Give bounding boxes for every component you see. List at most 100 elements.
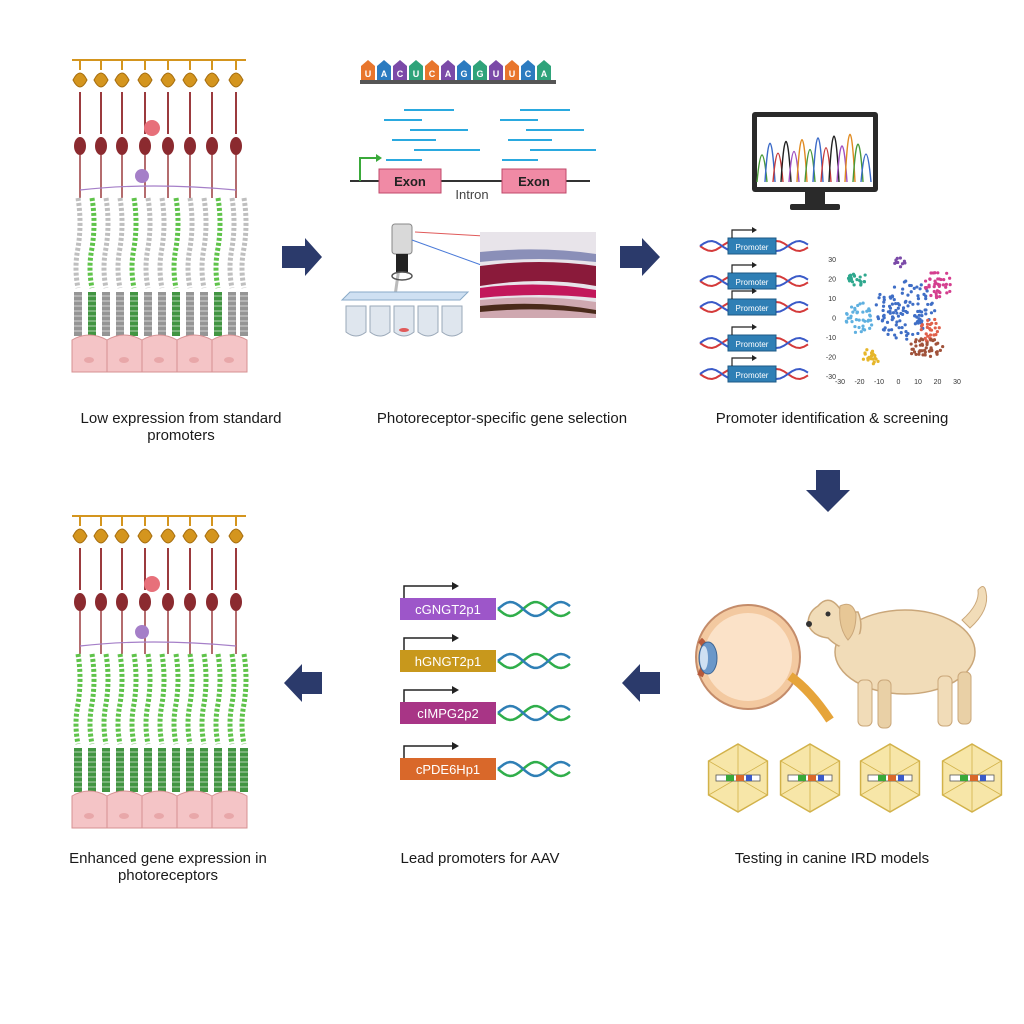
tsne-point	[901, 308, 905, 313]
photoreceptor-cell	[115, 197, 125, 336]
tsne-y-tick: -10	[826, 335, 836, 342]
tsne-point	[945, 271, 949, 275]
bipolar-cell	[74, 593, 86, 611]
nucleotide-tile	[393, 60, 407, 80]
caption-step-1: Low expression from standard promoters	[31, 410, 331, 444]
tsne-point	[890, 315, 895, 319]
caption-step-5-text: Lead promoters for AAV	[400, 850, 560, 867]
microscope-icon	[340, 223, 485, 337]
tsne-point	[944, 285, 948, 289]
photoreceptor-cell	[157, 653, 167, 792]
tsne-point	[900, 262, 905, 266]
tsne-point	[912, 286, 916, 290]
tsne-point	[844, 319, 848, 323]
tsne-point	[933, 271, 937, 275]
ganglion-cell	[137, 72, 153, 88]
eye-anatomy-icon	[695, 604, 834, 723]
tsne-point	[938, 348, 942, 352]
tsne-point	[937, 289, 941, 294]
tsne-point	[926, 334, 930, 338]
tsne-point	[890, 302, 894, 306]
tsne-point	[893, 261, 897, 265]
lead-promoter-construct: hGNGT2p1	[400, 634, 571, 672]
nucleotide-tile	[409, 60, 423, 80]
tsne-point	[894, 336, 898, 340]
tsne-point	[868, 326, 872, 331]
tsne-point	[933, 282, 937, 286]
tsne-point	[888, 311, 892, 315]
tsne-point	[916, 319, 920, 323]
photoreceptor-cell	[171, 653, 181, 792]
aav-capsid-icon	[941, 743, 1003, 813]
tsne-point	[923, 279, 928, 283]
tsne-x-tick: -30	[835, 379, 845, 386]
nucleotide-letter: A	[445, 69, 452, 79]
tsne-point	[850, 280, 855, 284]
retina-low-expression-illustration	[71, 59, 249, 373]
tsne-point	[905, 337, 909, 341]
tsne-point	[848, 275, 853, 279]
tsne-point	[895, 320, 899, 324]
tsne-point	[911, 302, 915, 306]
tsne-point	[928, 354, 933, 358]
tsne-point	[901, 287, 905, 291]
tsne-point	[896, 314, 901, 318]
tsne-point	[925, 322, 930, 326]
tsne-point	[916, 297, 921, 301]
gene-structure: Exon Exon Intron	[350, 154, 590, 202]
tsne-point	[911, 332, 915, 337]
tsne-point	[890, 317, 894, 322]
ganglion-cell	[204, 528, 220, 544]
nucleotide-tile	[425, 60, 439, 80]
tsne-point	[948, 289, 952, 294]
tsne-point	[882, 298, 886, 302]
tsne-point	[855, 278, 859, 282]
bipolar-cell	[184, 137, 196, 155]
retina-enhanced-expression-illustration	[71, 515, 249, 829]
tsne-point	[898, 319, 902, 323]
photoreceptor-cell	[143, 197, 153, 336]
tss-arrow-icon	[359, 157, 376, 181]
dog-illustration	[806, 586, 988, 729]
photoreceptor-cell	[171, 197, 181, 336]
tsne-point	[854, 318, 859, 322]
tsne-point	[921, 338, 925, 342]
tsne-point	[861, 357, 866, 361]
tsne-point	[942, 278, 946, 282]
tsne-point	[924, 346, 928, 350]
tsne-point	[886, 332, 890, 336]
sample-well	[393, 305, 415, 337]
tsne-x-tick: -20	[854, 379, 864, 386]
tsne-point	[855, 310, 860, 314]
caption-step-2: Photoreceptor-specific gene selection	[352, 410, 652, 427]
tsne-point	[874, 303, 878, 307]
tsne-point	[866, 358, 870, 362]
tsne-point	[912, 350, 917, 354]
tsne-point	[909, 290, 913, 294]
tsne-y-tick: -30	[826, 374, 836, 381]
tsne-point	[933, 326, 937, 330]
tsne-point	[924, 286, 929, 290]
photoreceptor-cell	[199, 197, 209, 336]
tsne-point	[926, 302, 930, 307]
tsne-point	[851, 310, 855, 314]
ganglion-cell	[182, 72, 198, 88]
tsne-point	[899, 331, 903, 335]
bipolar-cell	[116, 593, 128, 611]
tsne-point	[893, 333, 897, 337]
photoreceptor-cell	[239, 653, 249, 792]
nucleotide-letter: A	[381, 69, 388, 79]
bipolar-cell	[116, 137, 128, 155]
tsne-point	[859, 330, 863, 334]
tsne-point	[863, 273, 867, 277]
lead-promoter-construct: cGNGT2p1	[400, 582, 571, 620]
tsne-x-tick: 0	[897, 379, 901, 386]
tsne-point	[866, 318, 871, 322]
photoreceptor-cell	[129, 197, 139, 336]
caption-step-1-line-2: promoters	[147, 427, 215, 444]
rpe-layer	[71, 790, 248, 829]
photoreceptor-cell	[227, 653, 237, 792]
tsne-point	[928, 328, 933, 332]
tsne-point	[916, 302, 920, 306]
